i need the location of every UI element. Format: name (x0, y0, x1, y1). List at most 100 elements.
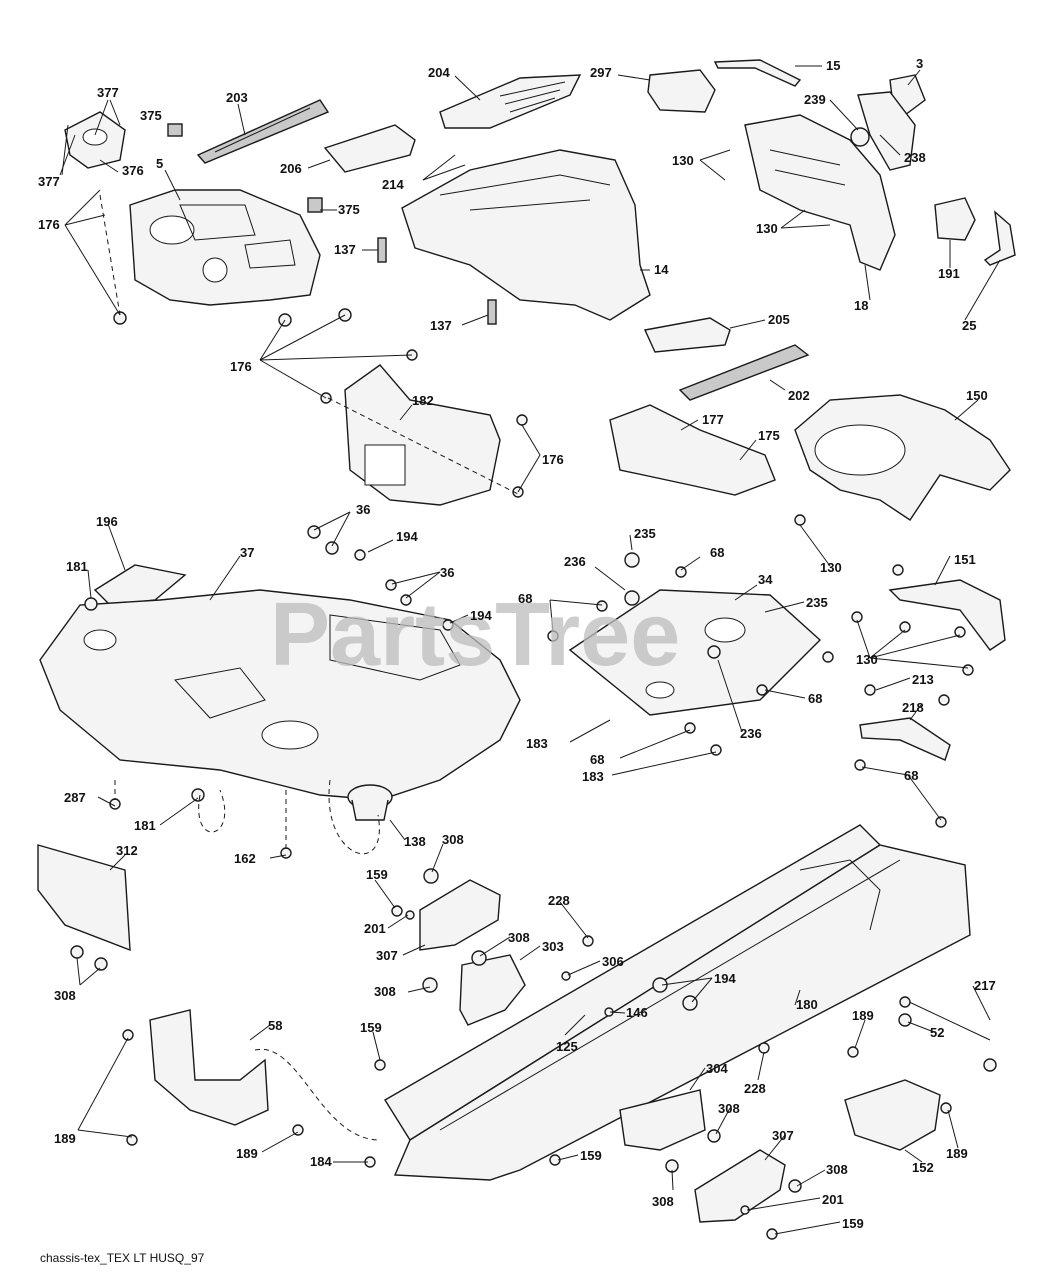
callout-181-a: 181 (66, 559, 88, 574)
part-203-dash-bar (196, 99, 330, 164)
part-312-plate (37, 844, 131, 952)
part-204-grille (439, 74, 582, 129)
callout-307-a: 307 (376, 948, 398, 963)
callout-189-b: 189 (852, 1008, 874, 1023)
callout-137-b: 137 (430, 318, 452, 333)
part-202-bar (678, 344, 810, 401)
part-307-cover-a (419, 879, 501, 951)
callout-202: 202 (788, 388, 810, 403)
callout-146: 146 (626, 1005, 648, 1020)
part-15-strip (713, 59, 802, 87)
callout-308-e: 308 (718, 1101, 740, 1116)
callout-377-top: 377 (97, 85, 119, 100)
diagram-footer-label: chassis-tex_TEX LT HUSQ_97 (40, 1251, 205, 1265)
callout-304: 304 (706, 1061, 728, 1076)
callout-176-b: 176 (230, 359, 252, 374)
callout-287: 287 (64, 790, 86, 805)
callout-205: 205 (768, 312, 790, 327)
callout-239: 239 (804, 92, 826, 107)
callout-297: 297 (590, 65, 612, 80)
callout-183-a: 183 (526, 736, 548, 751)
callout-206: 206 (280, 161, 302, 176)
callout-177: 177 (702, 412, 724, 427)
callout-308-b: 308 (508, 930, 530, 945)
callout-68-a: 68 (710, 545, 724, 560)
callout-159-c: 159 (580, 1148, 602, 1163)
callout-152: 152 (912, 1160, 934, 1175)
callout-306: 306 (602, 954, 624, 969)
part-206-bracket (323, 124, 416, 173)
callout-36-a: 36 (356, 502, 370, 517)
callout-181-b: 181 (134, 818, 156, 833)
callout-228-a: 228 (548, 893, 570, 908)
part-196-badge (93, 564, 187, 606)
part-239-gear (850, 127, 870, 147)
callout-151: 151 (954, 552, 976, 567)
callout-159-b: 159 (360, 1020, 382, 1035)
callout-303: 303 (542, 939, 564, 954)
part-18-front-fascia (744, 114, 896, 271)
callout-34: 34 (758, 572, 773, 587)
part-218-bar (859, 717, 951, 761)
part-58-bracket (149, 1009, 269, 1126)
callout-175: 175 (758, 428, 780, 443)
callout-376: 376 (122, 163, 144, 178)
callout-217: 217 (974, 978, 996, 993)
callout-125: 125 (556, 1039, 578, 1054)
part-307-cover-b (694, 1149, 786, 1223)
callout-162: 162 (234, 851, 256, 866)
callout-308-a: 308 (442, 832, 464, 847)
callout-194-c: 194 (714, 971, 736, 986)
callout-176-a: 176 (38, 217, 60, 232)
callout-159-a: 159 (366, 867, 388, 882)
part-175-bracket (609, 404, 776, 496)
part-5-dashboard-console (129, 189, 321, 306)
part-217-rod (899, 996, 991, 1041)
callout-213: 213 (912, 672, 934, 687)
callout-184: 184 (310, 1154, 332, 1169)
callout-180: 180 (796, 997, 818, 1012)
part-14-hood (401, 149, 651, 321)
callout-5: 5 (156, 156, 163, 171)
part-137-strip-b (487, 299, 497, 325)
callout-308-c: 308 (374, 984, 396, 999)
callout-201-b: 201 (822, 1192, 844, 1207)
callout-189-d: 189 (946, 1146, 968, 1161)
callout-3: 3 (916, 56, 923, 71)
callout-130-a: 130 (672, 153, 694, 168)
callout-130-d: 130 (856, 652, 878, 667)
callout-312: 312 (116, 843, 138, 858)
watermark: PartsTree (270, 585, 680, 685)
callout-68-b: 68 (518, 591, 532, 606)
part-238-grille-panel (857, 91, 916, 171)
callout-14: 14 (654, 262, 669, 277)
part-205-bracket (643, 317, 731, 353)
part-151-bracket (888, 579, 1006, 651)
part-152-guard (844, 1079, 941, 1151)
callout-37: 37 (240, 545, 254, 560)
callout-36-b: 36 (440, 565, 454, 580)
callout-68-c: 68 (808, 691, 822, 706)
callout-138: 138 (404, 834, 426, 849)
callout-25: 25 (962, 318, 976, 333)
callout-68-e: 68 (904, 768, 918, 783)
part-191-block (934, 197, 976, 241)
part-150-fender (794, 394, 1011, 521)
callout-58: 58 (268, 1018, 282, 1033)
callout-204: 204 (428, 65, 450, 80)
callout-218: 218 (902, 700, 924, 715)
callout-182: 182 (412, 393, 434, 408)
callout-238: 238 (904, 150, 926, 165)
part-303-bracket (459, 954, 526, 1026)
callout-201-a: 201 (364, 921, 386, 936)
callout-196: 196 (96, 514, 118, 529)
part-304-bracket (619, 1089, 706, 1151)
callout-15: 15 (826, 58, 840, 73)
callout-377-left: 377 (38, 174, 60, 189)
callout-189-c: 189 (236, 1146, 258, 1161)
callout-308-d: 308 (54, 988, 76, 1003)
callout-leader-lines (59, 65, 1001, 1235)
callout-189-a: 189 (54, 1131, 76, 1146)
